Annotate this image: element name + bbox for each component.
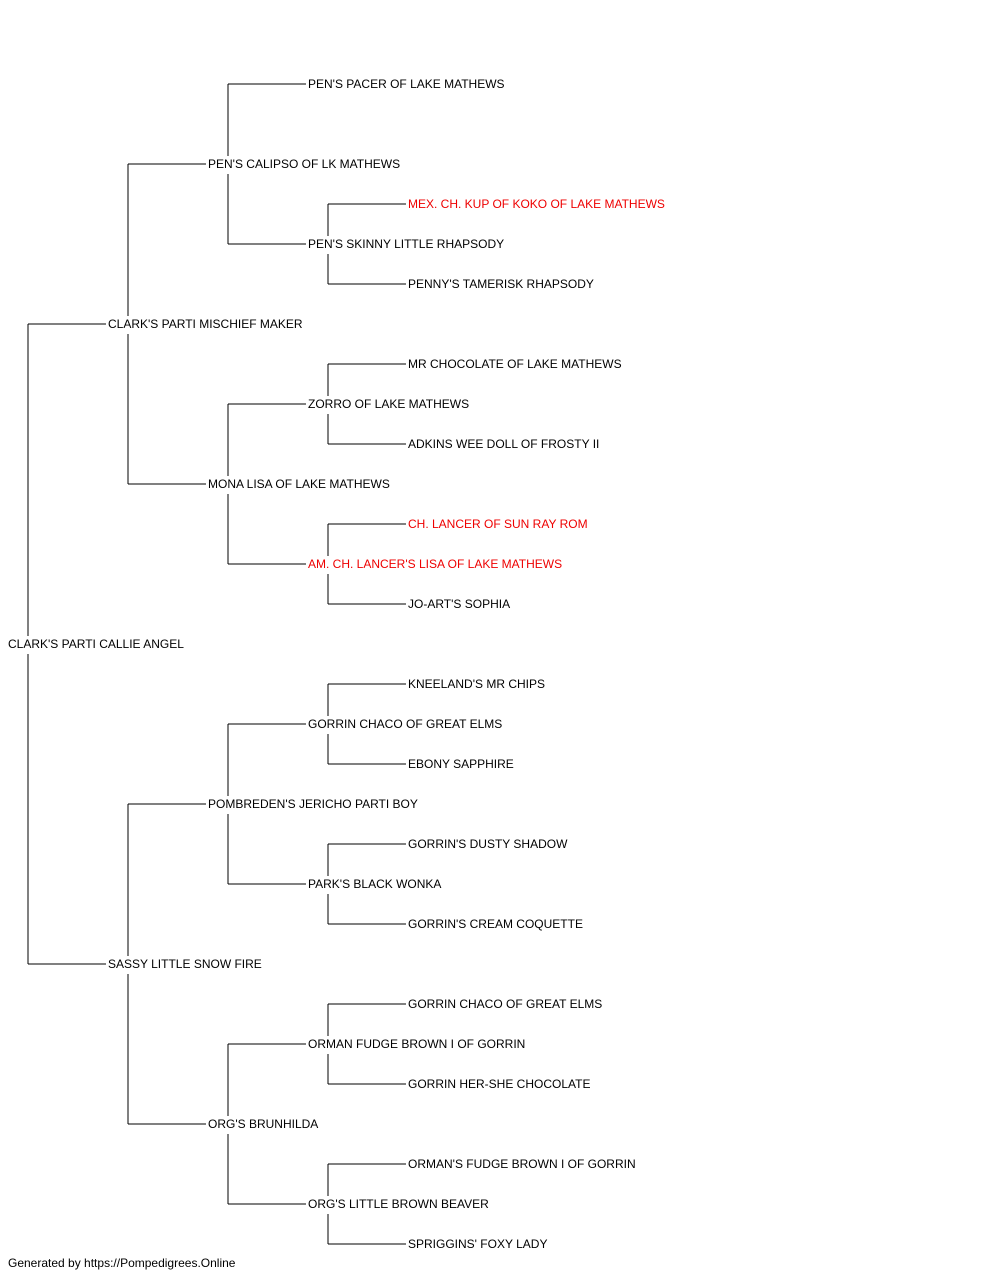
ancestor-name: MR CHOCOLATE OF LAKE MATHEWS — [408, 357, 622, 371]
ancestor-name: ORG'S LITTLE BROWN BEAVER — [308, 1197, 489, 1211]
ancestor-name: AM. CH. LANCER'S LISA OF LAKE MATHEWS — [308, 557, 562, 571]
ancestor-name: ORG'S BRUNHILDA — [208, 1117, 318, 1131]
ancestor-name: ORMAN FUDGE BROWN I OF GORRIN — [308, 1037, 525, 1051]
ancestor-name: ADKINS WEE DOLL OF FROSTY II — [408, 437, 599, 451]
ancestor-name: PENNY'S TAMERISK RHAPSODY — [408, 277, 594, 291]
ancestor-name: KNEELAND'S MR CHIPS — [408, 677, 545, 691]
ancestor-name: SPRIGGINS' FOXY LADY — [408, 1237, 547, 1251]
ancestor-name: MONA LISA OF LAKE MATHEWS — [208, 477, 390, 491]
footer-credit: Generated by https://Pompedigrees.Online — [8, 1256, 236, 1270]
ancestor-name: PEN'S PACER OF LAKE MATHEWS — [308, 77, 505, 91]
ancestor-name: CH. LANCER OF SUN RAY ROM — [408, 517, 588, 531]
ancestor-name: EBONY SAPPHIRE — [408, 757, 514, 771]
ancestor-name: ZORRO OF LAKE MATHEWS — [308, 397, 469, 411]
ancestor-name: ORMAN'S FUDGE BROWN I OF GORRIN — [408, 1157, 636, 1171]
ancestor-name: SASSY LITTLE SNOW FIRE — [108, 957, 262, 971]
ancestor-name: GORRIN HER-SHE CHOCOLATE — [408, 1077, 590, 1091]
ancestor-name: PEN'S CALIPSO OF LK MATHEWS — [208, 157, 400, 171]
ancestor-name: POMBREDEN'S JERICHO PARTI BOY — [208, 797, 418, 811]
ancestor-name: GORRIN CHACO OF GREAT ELMS — [308, 717, 502, 731]
ancestor-name: JO-ART'S SOPHIA — [408, 597, 510, 611]
ancestor-name: PEN'S SKINNY LITTLE RHAPSODY — [308, 237, 504, 251]
ancestor-name: MEX. CH. KUP OF KOKO OF LAKE MATHEWS — [408, 197, 665, 211]
ancestor-name: GORRIN'S CREAM COQUETTE — [408, 917, 583, 931]
ancestor-name: CLARK'S PARTI CALLIE ANGEL — [8, 637, 184, 651]
ancestor-name: CLARK'S PARTI MISCHIEF MAKER — [108, 317, 303, 331]
ancestor-name: GORRIN CHACO OF GREAT ELMS — [408, 997, 602, 1011]
ancestor-name: PARK'S BLACK WONKA — [308, 877, 441, 891]
ancestor-name: GORRIN'S DUSTY SHADOW — [408, 837, 568, 851]
